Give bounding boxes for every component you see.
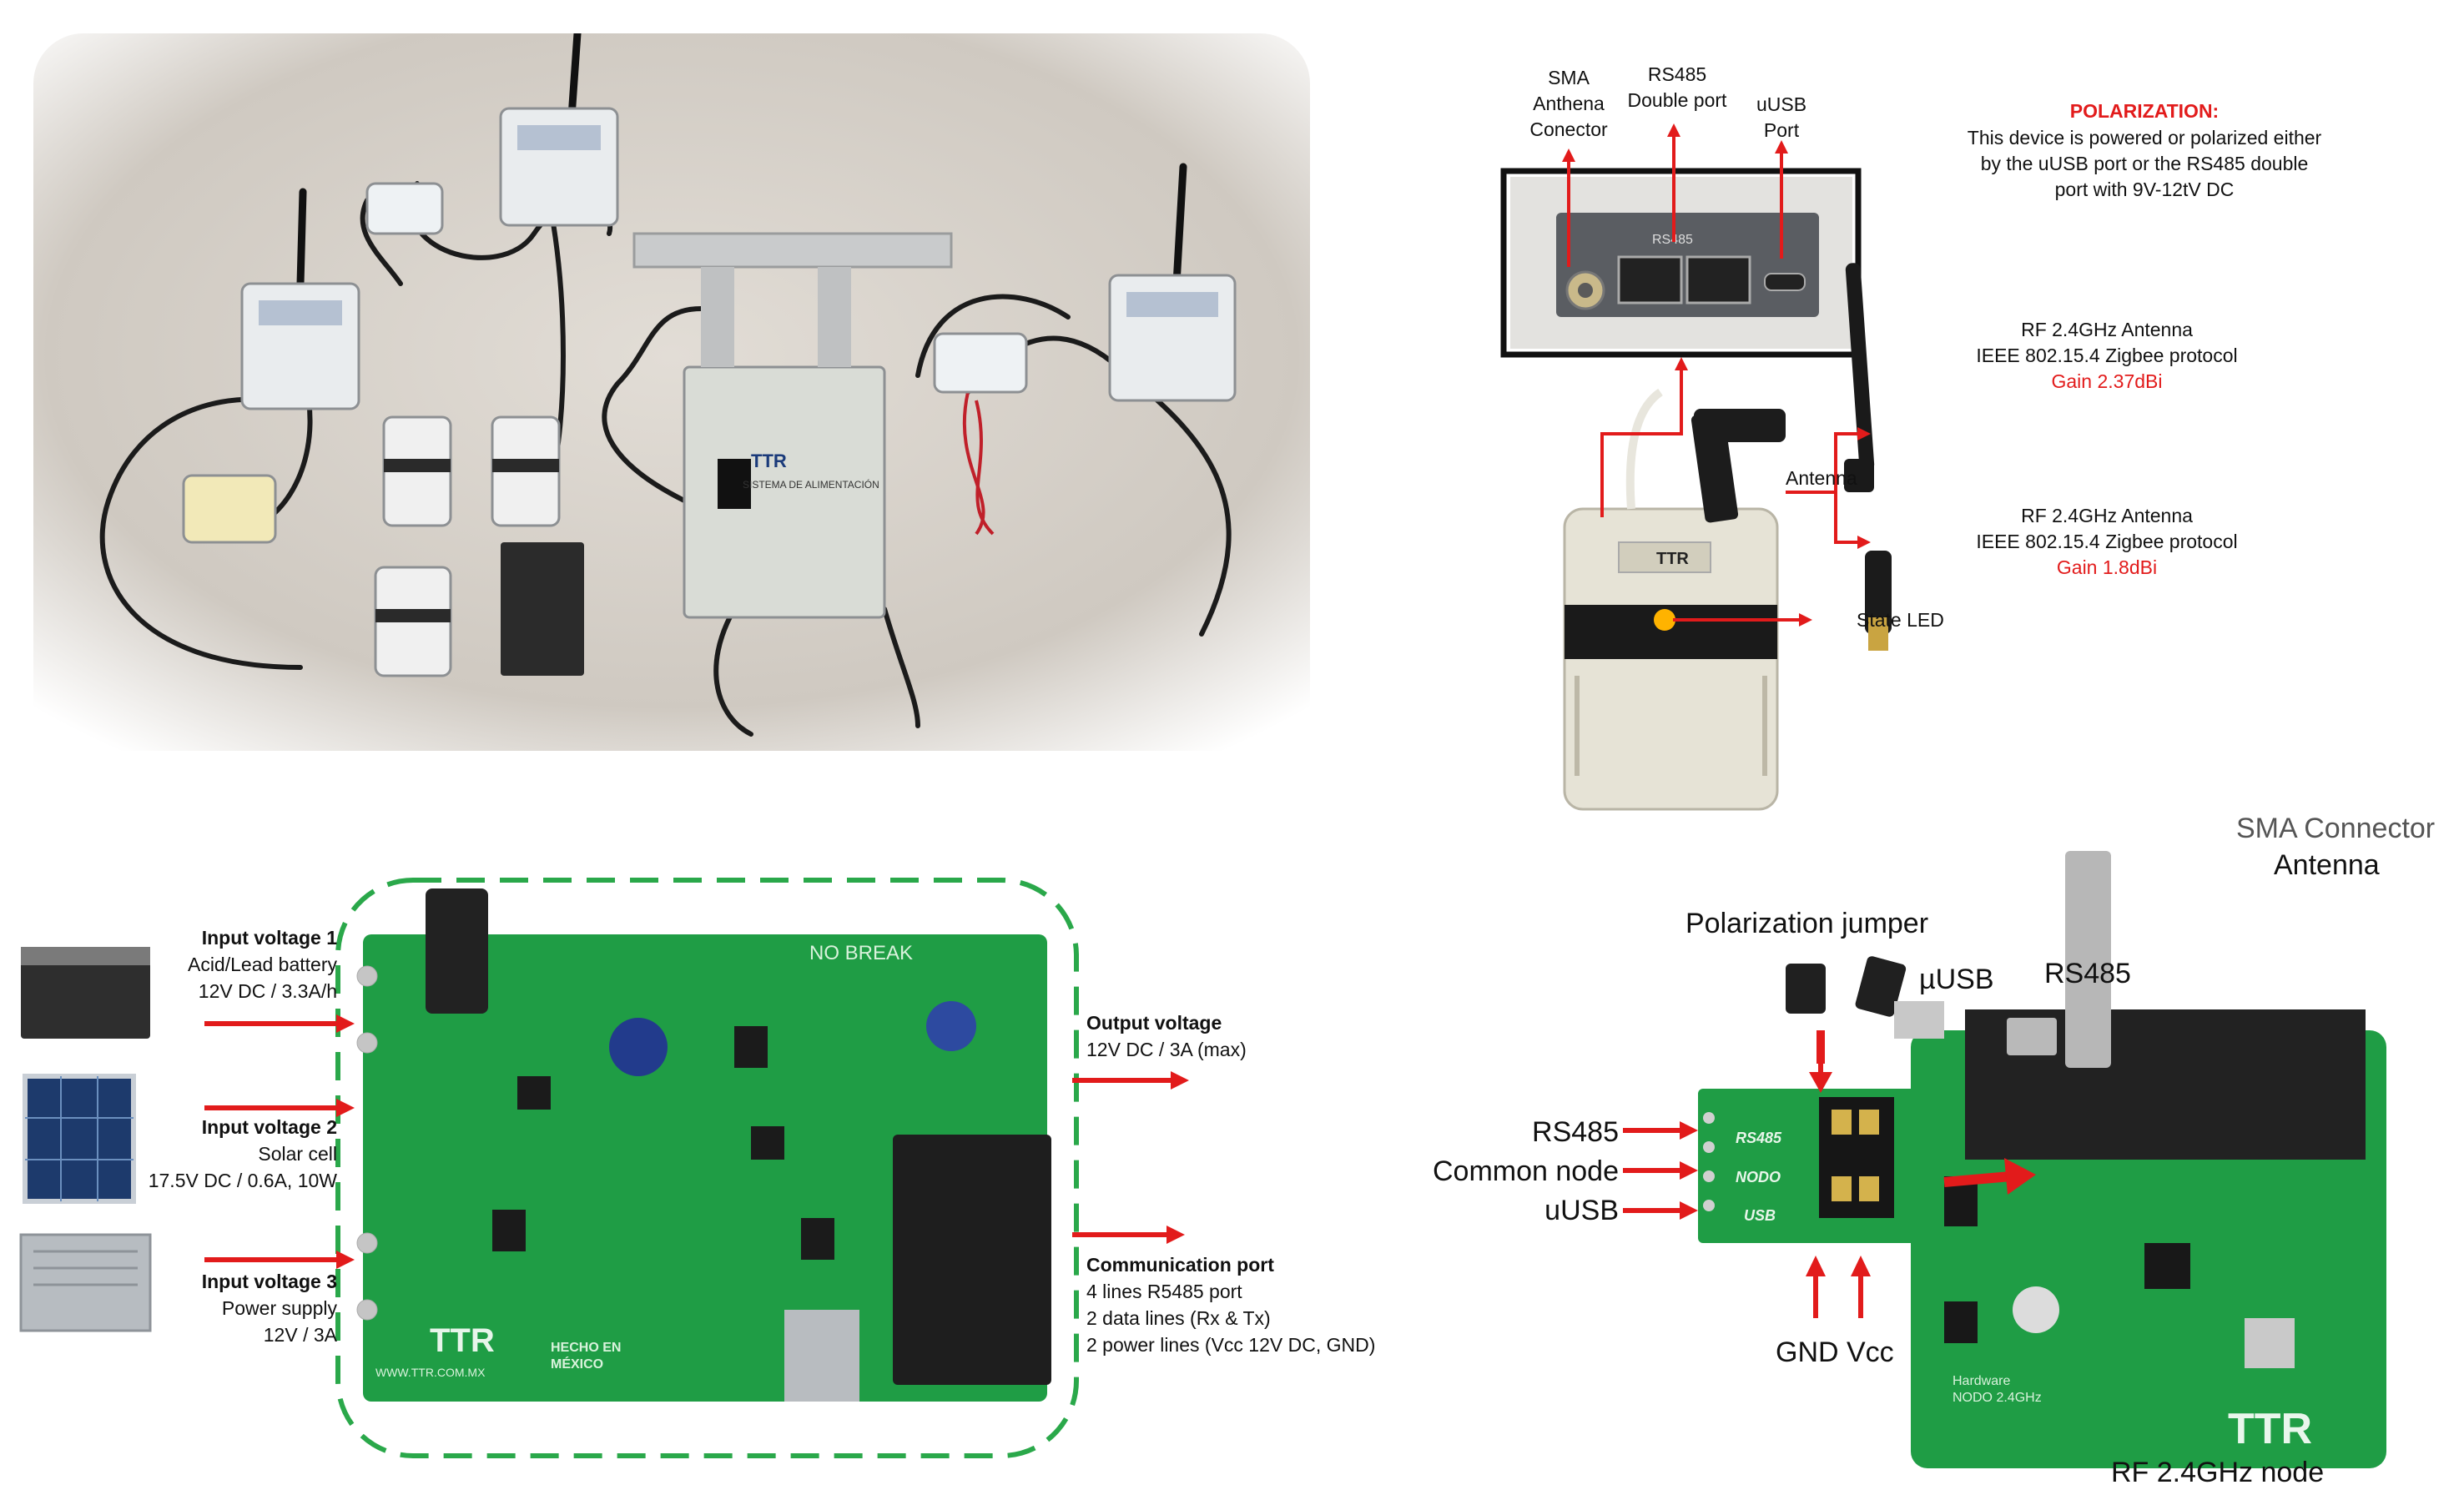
musb-label: µUSB (1919, 964, 1994, 995)
antenna-2-spec: RF 2.4GHz Antenna IEEE 802.15.4 Zigbee p… (1927, 503, 2286, 581)
antenna-label: Antenna (1786, 467, 1857, 489)
comm-title: Communication port (1086, 1254, 1274, 1276)
common-node-label: Common node (1432, 1155, 1619, 1187)
output-voltage-label: Output voltage 12V DC / 3A (max) (1086, 1009, 1387, 1063)
antenna-1-line2: IEEE 802.15.4 Zigbee protocol (1976, 345, 2238, 366)
polarization-text: This device is powered or polarized eith… (1967, 127, 2322, 200)
board-url: WWW.TTR.COM.MX (375, 1366, 486, 1379)
input-2-line1: Solar cell (258, 1143, 337, 1165)
board-title: NO BREAK (809, 942, 913, 964)
pin-label-rs485: RS485 (1736, 1130, 1782, 1146)
board-logo: TTR (430, 1322, 495, 1359)
device-diagram: RS485 TTR (1485, 50, 2461, 818)
input-1-label: Input voltage 1 Acid/Lead battery 12V DC… (150, 924, 337, 1004)
antenna-2-line2: IEEE 802.15.4 Zigbee protocol (1976, 531, 2238, 552)
input-3-line1: Power supply (221, 1297, 337, 1319)
comm-line2: 2 data lines (Rx & Tx) (1086, 1307, 1271, 1329)
input-3-line2: 12V / 3A (263, 1324, 337, 1346)
pin-label-nodo: NODO (1736, 1169, 1781, 1185)
uusb-input-label: uUSB (1544, 1195, 1619, 1226)
rf-node-diagram: RS485 NODO USB TTR Hardware NODO 2.4GHz (1377, 809, 2461, 1496)
output-title: Output voltage (1086, 1012, 1222, 1034)
input-1-line2: 12V DC / 3.3A/h (198, 980, 337, 1002)
comm-line1: 4 lines R5485 port (1086, 1281, 1242, 1302)
antenna-top-label: Antenna (2274, 849, 2380, 881)
output-line1: 12V DC / 3A (max) (1086, 1039, 1247, 1060)
device-logo: TTR (1656, 550, 1689, 568)
rf-node-label: RF 2.4GHz node (2111, 1457, 2325, 1488)
no-break-board-diagram: NO BREAK TTR WWW.TTR.COM.MX HECHO EN MÉX… (17, 876, 1393, 1460)
rs485-node-label: RS485 (2044, 958, 2131, 989)
input-2-line2: 17.5V DC / 0.6A, 10W (148, 1170, 337, 1191)
input-3-label: Input voltage 3 Power supply 12V / 3A (150, 1268, 337, 1348)
node-board-hw: Hardware (1953, 1374, 2010, 1388)
gnd-vcc-label: GND Vcc (1776, 1336, 1894, 1368)
input-1-title: Input voltage 1 (201, 927, 337, 949)
photo-box-text: SISTEMA DE ALIMENTACIÓN (743, 478, 879, 491)
polarization-title: POLARIZATION: (2069, 100, 2220, 122)
antenna-1-spec: RF 2.4GHz Antenna IEEE 802.15.4 Zigbee p… (1927, 317, 2286, 395)
board-mx: HECHO EN (551, 1341, 621, 1355)
sma-label: SMA Anthena Conector (1529, 67, 1608, 140)
svg-text:NODO 2.4GHz: NODO 2.4GHz (1953, 1391, 2042, 1405)
communication-port-label: Communication port 4 lines R5485 port 2 … (1086, 1251, 1391, 1358)
input-3-title: Input voltage 3 (201, 1271, 337, 1292)
node-board-logo: TTR (2228, 1405, 2312, 1453)
svg-text:MÉXICO: MÉXICO (551, 1356, 603, 1372)
input-1-line1: Acid/Lead battery (187, 954, 337, 975)
photo-box-logo: TTR (751, 451, 787, 471)
rs485-input-label: RS485 (1532, 1116, 1619, 1148)
comm-line3: 2 power lines (Vcc 12V DC, GND) (1086, 1334, 1376, 1356)
rs485-double-port-label: RS485 Double port (1627, 63, 1727, 111)
antenna-1-line1: RF 2.4GHz Antenna (2021, 319, 2193, 340)
uusb-port-label: uUSB Port (1756, 93, 1807, 141)
polarization-jumper-label: Polarization jumper (1685, 908, 1929, 939)
state-led-label: State LED (1857, 609, 1944, 631)
input-2-title: Input voltage 2 (201, 1116, 337, 1138)
equipment-photo: TTR SISTEMA DE ALIMENTACIÓN (33, 29, 1310, 751)
antenna-1-gain: Gain 2.37dBi (2051, 370, 2163, 392)
pin-label-usb: USB (1744, 1207, 1776, 1224)
sma-connector-label: SMA Connector (2236, 813, 2436, 844)
input-2-label: Input voltage 2 Solar cell 17.5V DC / 0.… (125, 1114, 337, 1194)
antenna-2-line1: RF 2.4GHz Antenna (2021, 505, 2193, 526)
antenna-2-gain: Gain 1.8dBi (2056, 556, 2158, 578)
